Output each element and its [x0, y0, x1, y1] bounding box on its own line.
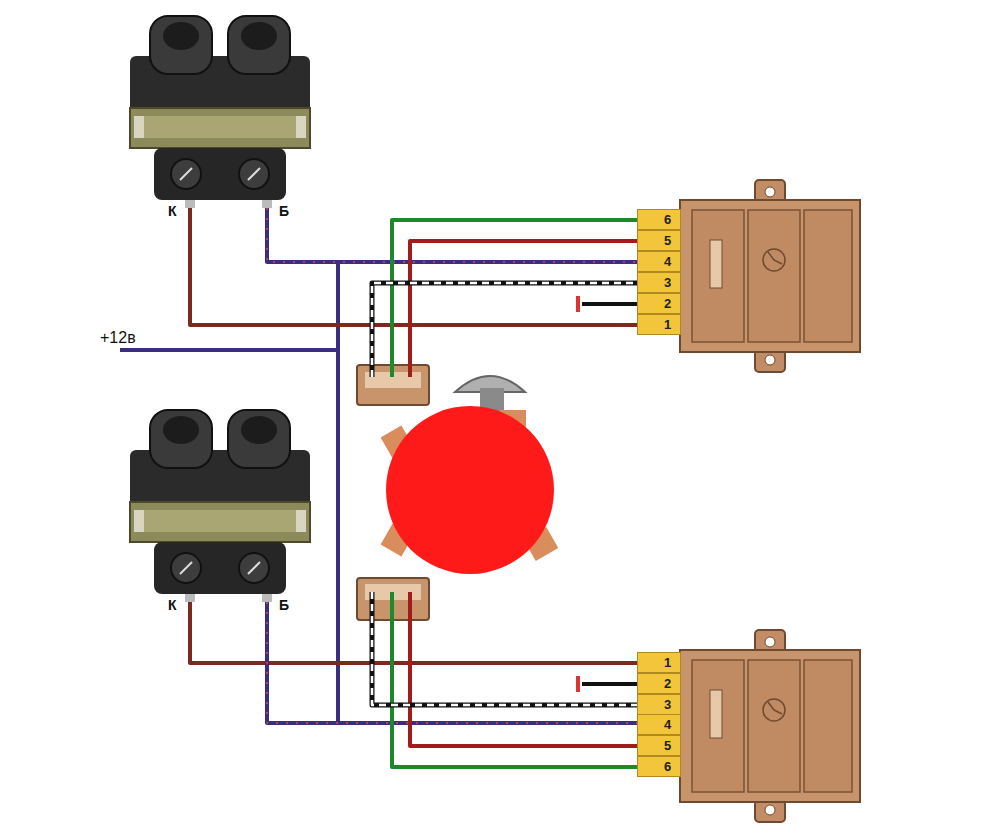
pin-cell: 1 [637, 652, 681, 673]
pin-cell: 4 [637, 251, 681, 272]
terminal-label: Б [279, 204, 289, 218]
pin-number: 2 [664, 297, 671, 310]
pin-number: 6 [664, 760, 671, 773]
pin-number: 2 [664, 677, 671, 690]
terminal-label: К [168, 204, 177, 218]
pin-number: 3 [664, 276, 671, 289]
terminal-label: Б [279, 598, 289, 612]
pin-number: 3 [664, 698, 671, 711]
pin-number: 4 [664, 255, 671, 268]
pin-number: 5 [664, 739, 671, 752]
pin-cell: 6 [637, 209, 681, 230]
pin-cell: 4 [637, 714, 681, 735]
pin-cell: 6 [637, 756, 681, 777]
supply-label: +12в [100, 330, 136, 346]
pin-number: 4 [664, 718, 671, 731]
pin-cell: 5 [637, 230, 681, 251]
pin-number: 5 [664, 234, 671, 247]
pin-cell: 5 [637, 735, 681, 756]
terminal-label: К [168, 598, 177, 612]
pin-cell: 3 [637, 694, 681, 715]
pin-cell: 2 [637, 673, 681, 694]
pin-cell: 2 [637, 293, 681, 314]
pin-number: 6 [664, 213, 671, 226]
pin-number: 1 [664, 318, 671, 331]
pin-cell: 1 [637, 314, 681, 335]
pin-number: 1 [664, 656, 671, 669]
pin-cell: 3 [637, 272, 681, 293]
